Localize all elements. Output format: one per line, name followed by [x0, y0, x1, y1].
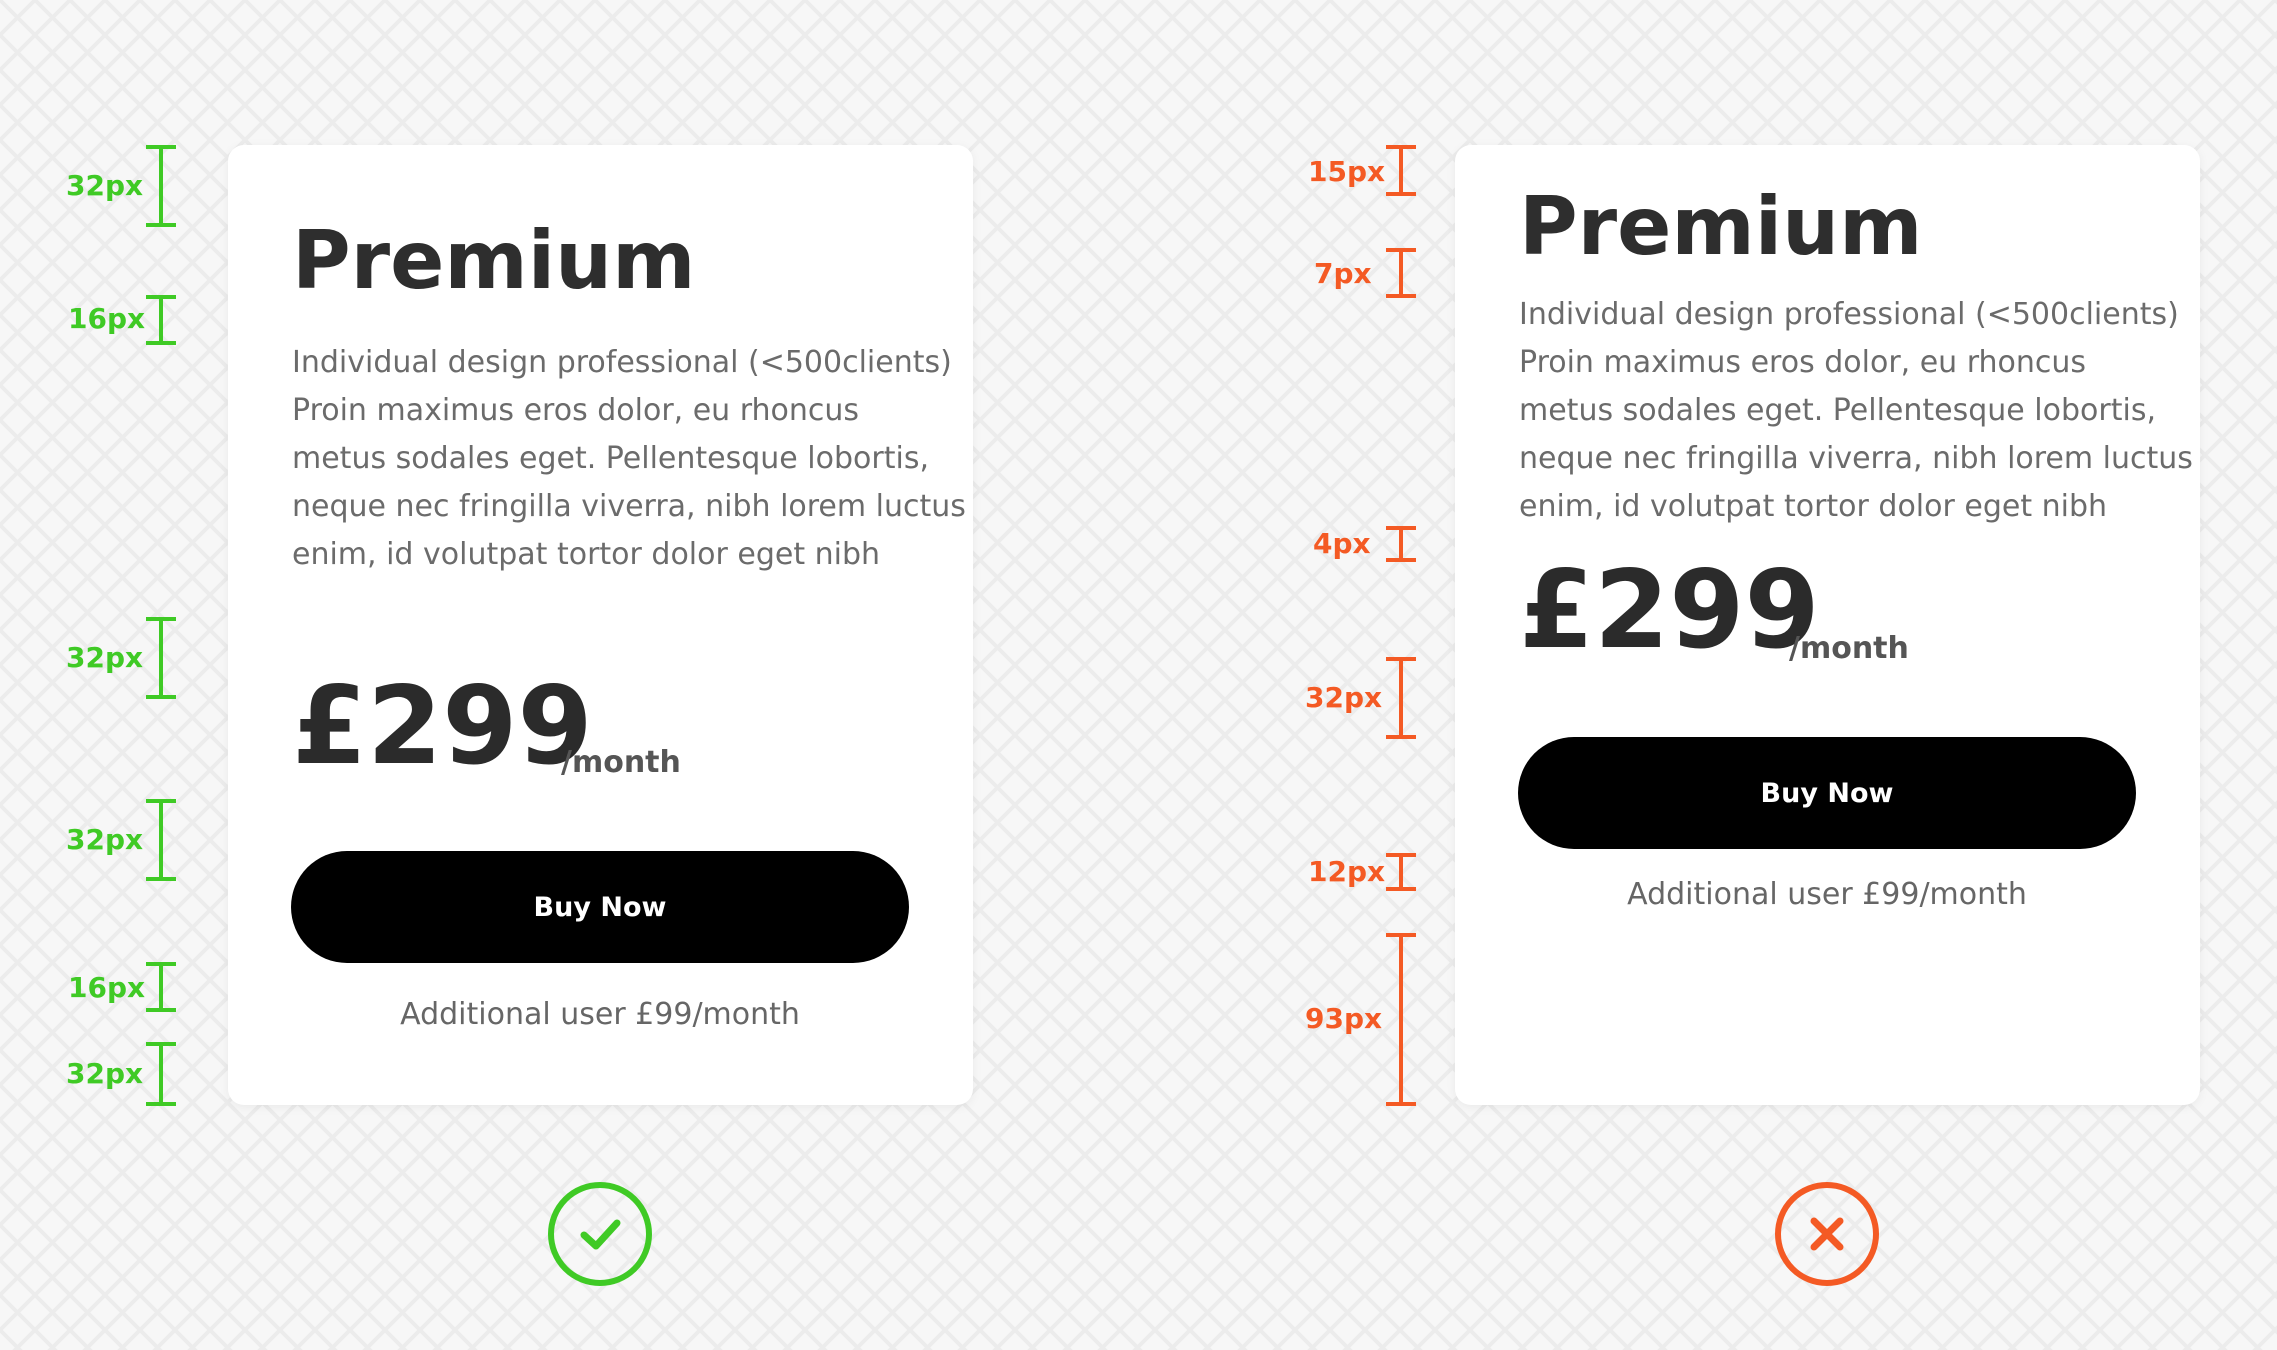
bad-spacing-label: 32px: [1305, 681, 1383, 714]
plan-price: £299: [1519, 548, 1820, 673]
bad-spacing-bracket: [1386, 526, 1416, 562]
good-spacing-bracket: [146, 295, 176, 345]
good-spacing-label: 16px: [68, 971, 146, 1004]
buy-now-button[interactable]: Buy Now: [1518, 737, 2136, 849]
bad-spacing-label: 15px: [1308, 155, 1386, 188]
good-spacing-bracket: [146, 145, 176, 227]
good-spacing-label: 32px: [66, 1057, 144, 1090]
plan-title: Premium: [292, 214, 696, 307]
description-line: enim, id volutpat tortor dolor eget nibh: [1519, 489, 2108, 524]
description-line: Proin maximus eros dolor, eu rhoncus: [1519, 345, 2087, 380]
buy-now-button[interactable]: Buy Now: [291, 851, 909, 963]
good-spacing-label: 32px: [66, 641, 144, 674]
description-line: neque nec fringilla viverra, nibh lorem …: [292, 489, 966, 524]
description-line: Individual design professional (<500clie…: [1519, 297, 2179, 332]
good-spacing-bracket: [146, 1042, 176, 1106]
bad-spacing-bracket: [1386, 657, 1416, 739]
description-line: metus sodales eget. Pellentesque loborti…: [1519, 393, 2156, 428]
additional-user-note: Additional user £99/month: [1627, 877, 2027, 912]
good-spacing-bracket: [146, 962, 176, 1012]
bad-spacing-label: 12px: [1308, 855, 1386, 888]
good-spacing-label: 32px: [66, 169, 144, 202]
plan-period: /month: [561, 745, 681, 780]
plan-period: /month: [1789, 631, 1909, 666]
bad-spacing-bracket: [1386, 853, 1416, 891]
bad-spacing-bracket: [1386, 933, 1416, 1106]
bad-spacing-label: 7px: [1314, 257, 1372, 290]
check-mark: [580, 1219, 621, 1250]
good-spacing-label: 32px: [66, 823, 144, 856]
description-line: neque nec fringilla viverra, nibh lorem …: [1519, 441, 2193, 476]
description-line: metus sodales eget. Pellentesque loborti…: [292, 441, 929, 476]
cross-icon: [1775, 1182, 1879, 1286]
description-line: enim, id volutpat tortor dolor eget nibh: [292, 537, 881, 572]
pricing-card-good: Premium Individual design professional (…: [228, 145, 973, 1105]
bad-spacing-label: 93px: [1305, 1002, 1383, 1035]
pricing-card-bad: Premium Individual design professional (…: [1455, 145, 2200, 1105]
plan-title: Premium: [1519, 180, 1923, 273]
description-line: Proin maximus eros dolor, eu rhoncus: [292, 393, 860, 428]
bad-spacing-bracket: [1386, 145, 1416, 196]
additional-user-note: Additional user £99/month: [400, 997, 800, 1032]
plan-description: Individual design professional (<500clie…: [292, 339, 966, 579]
bad-spacing-bracket: [1386, 248, 1416, 298]
good-spacing-label: 16px: [68, 302, 146, 335]
plan-price: £299: [292, 664, 593, 789]
cross-mark: [1810, 1217, 1844, 1251]
plan-description: Individual design professional (<500clie…: [1519, 291, 2193, 531]
good-spacing-bracket: [146, 617, 176, 699]
good-spacing-bracket: [146, 799, 176, 881]
bad-spacing-label: 4px: [1313, 527, 1371, 560]
description-line: Individual design professional (<500clie…: [292, 345, 952, 380]
check-icon: [548, 1182, 652, 1286]
